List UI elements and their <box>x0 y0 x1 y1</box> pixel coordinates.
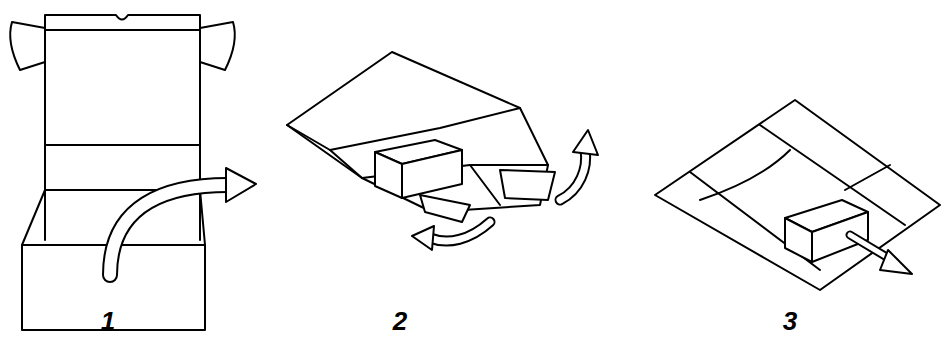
arrow-outline <box>560 150 586 200</box>
inner-edge <box>199 190 201 240</box>
inner-edge <box>44 190 46 240</box>
fold-line <box>45 29 200 31</box>
arrow-outline <box>110 185 228 275</box>
arrow-head <box>226 168 256 202</box>
side-flap <box>500 170 555 200</box>
fold-line <box>287 125 362 178</box>
right-lid-flap <box>200 22 235 70</box>
flattened-insert <box>655 100 940 290</box>
fold-line <box>45 144 200 146</box>
arrow-outline <box>430 222 490 241</box>
fold-line <box>700 150 790 200</box>
box-lid <box>45 15 200 190</box>
step-number: 2 <box>393 308 407 334</box>
fold-line <box>845 165 890 190</box>
step-number: 1 <box>101 308 115 334</box>
arrow-body <box>110 185 228 275</box>
bottom-flap <box>420 195 470 222</box>
block-front <box>402 150 462 198</box>
block-side <box>785 218 812 262</box>
arrow-body <box>560 150 586 200</box>
arrow-body <box>430 222 490 241</box>
block-side <box>375 152 402 198</box>
arrow-head <box>573 130 598 155</box>
arrow-head <box>412 226 434 250</box>
arrow-head <box>880 250 912 274</box>
open-box <box>10 15 256 330</box>
left-lid-flap <box>10 22 45 70</box>
insert-board <box>655 100 940 290</box>
step-number: 3 <box>783 308 797 334</box>
fold-line <box>470 165 500 205</box>
unfolded-insert <box>287 52 598 250</box>
